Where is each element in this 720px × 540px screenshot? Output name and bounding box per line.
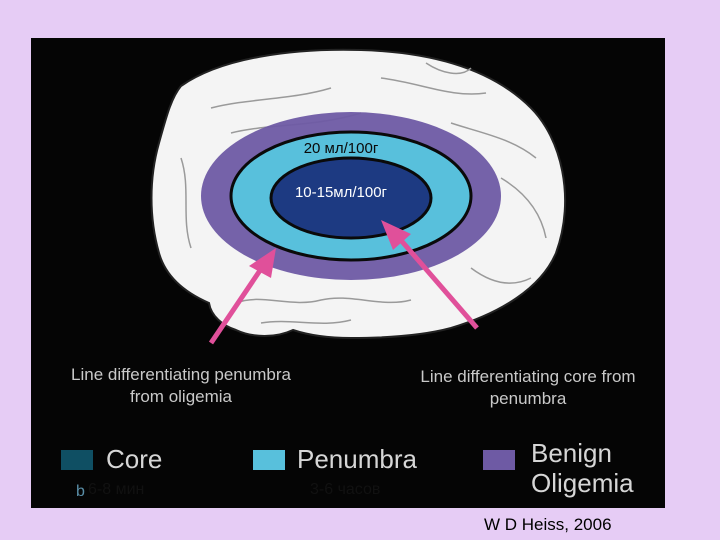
penumbra-value-label: 20 мл/100г: [303, 140, 379, 157]
brain-illustration: [150, 48, 567, 345]
core-time-label: 6-8 мин: [88, 481, 145, 498]
core-zone: [269, 156, 433, 240]
legend-oligemia-swatch: [483, 450, 515, 470]
legend-core-swatch: [61, 450, 93, 470]
arrows: [208, 220, 479, 345]
annotation-penumbra-oligemia: Line differentiating penumbra from olige…: [71, 365, 291, 406]
credit-text: W D Heiss, 2006: [484, 515, 612, 534]
legend-core-label: Core: [106, 444, 163, 474]
core-value-label: 10-15мл/100г: [294, 184, 388, 201]
penumbra-time-label: 3-6 часов: [310, 481, 381, 498]
annotation-core-penumbra: Line differentiating core from penumbra: [420, 367, 636, 408]
legend-penumbra-swatch: [253, 450, 285, 470]
timing-marker: b: [76, 483, 85, 500]
legend-penumbra-label: Penumbra: [297, 444, 417, 474]
brain-diagram: 20 мл/100г 10-15мл/100г Line differentia…: [31, 38, 665, 508]
legend-oligemia-label: Benign Oligemia: [531, 438, 634, 498]
